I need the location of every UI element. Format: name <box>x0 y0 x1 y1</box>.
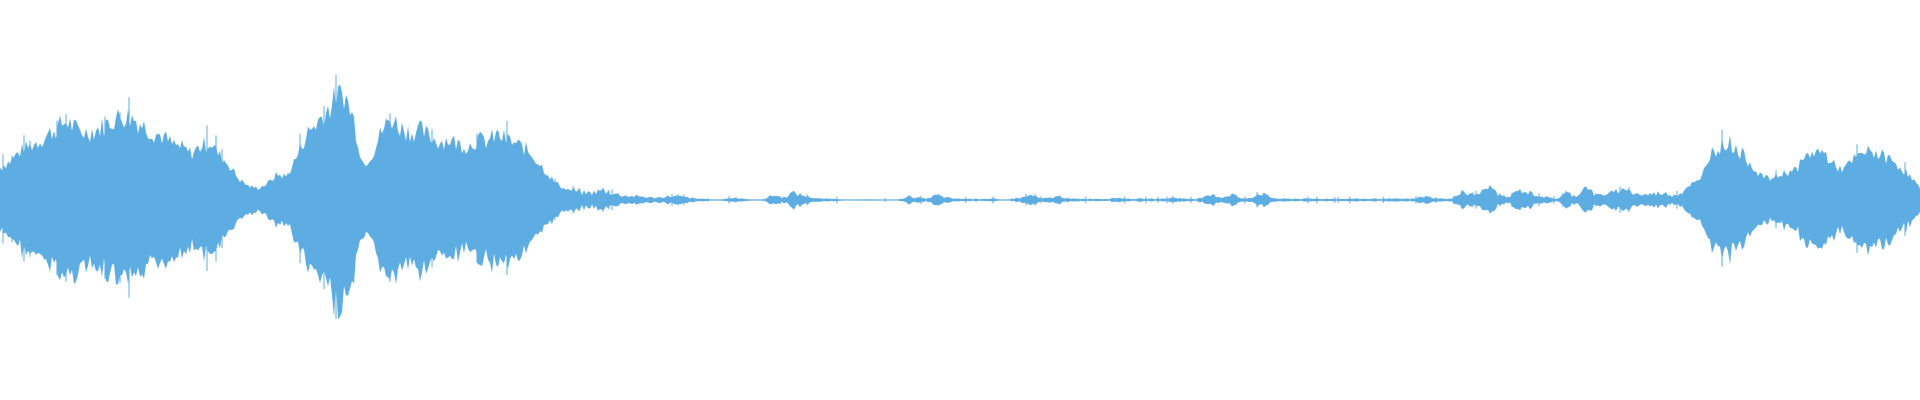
waveform-bars <box>0 74 1920 320</box>
waveform-body <box>0 84 1920 320</box>
